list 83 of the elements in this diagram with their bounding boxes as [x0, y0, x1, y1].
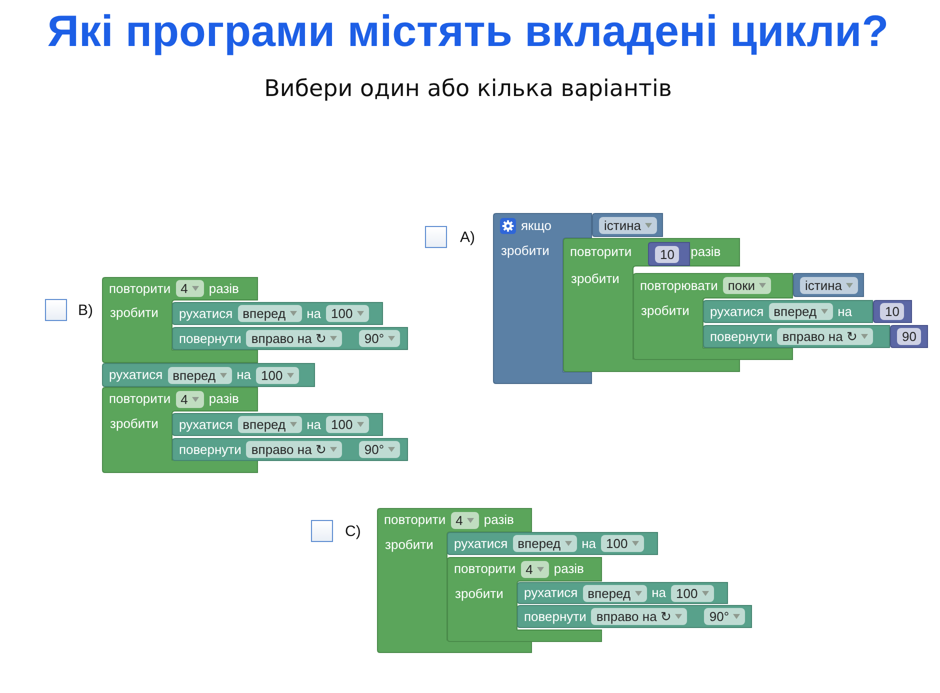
block-label: рухатися: [454, 536, 508, 552]
dropdown: 100: [601, 535, 644, 552]
dropdown: 90°: [359, 330, 400, 347]
number-field: 10: [880, 303, 904, 320]
command-block: [517, 605, 752, 628]
command-block: [703, 300, 873, 323]
block-label: повернути: [179, 330, 242, 346]
block-label: на: [652, 585, 666, 601]
block-label: разів: [484, 512, 514, 528]
block-label: зробити: [110, 305, 158, 321]
dropdown: вперед: [582, 584, 647, 602]
dropdown: істина: [599, 216, 658, 234]
dropdown: 4: [176, 280, 204, 297]
block-label: разів: [554, 561, 584, 577]
dropdown: поки: [722, 277, 772, 294]
dropdown: вперед: [768, 303, 833, 320]
block-label: повторити: [454, 561, 516, 577]
block-label: зробити: [641, 303, 690, 319]
dropdown: 4: [450, 512, 479, 528]
dropdown: вперед: [238, 416, 302, 433]
value-block: [592, 213, 663, 237]
dropdown: вправо на ↻: [777, 328, 874, 345]
value-block: [648, 242, 690, 266]
command-block: [172, 438, 408, 461]
dropdown: 100: [671, 584, 714, 602]
instruction-text: Вибери один або кілька варіантів: [264, 75, 672, 103]
command-block: [517, 582, 728, 604]
block-label: зробити: [501, 243, 550, 259]
block-label: повернути: [710, 328, 772, 344]
block-label: на: [306, 416, 321, 432]
dropdown: 4: [520, 560, 549, 578]
dropdown: 90°: [704, 608, 746, 625]
dropdown: вперед: [512, 535, 577, 552]
option-label: B): [78, 302, 93, 320]
block-label: повторити: [109, 391, 171, 407]
number-field: 10: [655, 246, 680, 262]
block-label: повторювати: [640, 278, 718, 294]
block-label: на: [582, 536, 596, 552]
block-label: рухатися: [524, 585, 578, 601]
dropdown: вправо на ↻: [246, 330, 342, 347]
dropdown: вперед: [238, 305, 302, 322]
command-block: [703, 325, 890, 348]
block-label: разів: [208, 280, 239, 296]
number-field: 90: [897, 328, 922, 345]
dropdown: вправо на ↻: [246, 441, 342, 458]
block-label: зробити: [110, 416, 158, 432]
block-label: на: [306, 306, 321, 322]
value-block: [890, 325, 928, 348]
dropdown: 90°: [359, 441, 400, 458]
dropdown: вперед: [168, 366, 232, 384]
dropdown: істина: [800, 276, 858, 294]
value-block: [873, 300, 912, 323]
block-label: зробити: [385, 537, 434, 553]
dropdown: вправо на ↻: [591, 608, 688, 625]
command-block: [172, 302, 383, 325]
value-block: [793, 273, 864, 297]
title: Які програми містять вкладені цикли?: [47, 7, 889, 57]
block-label: рухатися: [109, 367, 163, 383]
block-label: повернути: [524, 608, 586, 624]
block-label: повторити: [384, 512, 446, 528]
block-label: повторити: [570, 244, 632, 260]
block-label: разів: [208, 391, 239, 407]
dropdown: 100: [326, 305, 369, 322]
block-label: зробити: [455, 586, 504, 602]
command-block: [102, 363, 315, 387]
command-block: [447, 532, 658, 555]
command-block: [172, 413, 383, 436]
block-label: рухатися: [179, 416, 233, 432]
command-block: [172, 327, 408, 350]
block-label: рухатися: [179, 306, 233, 322]
block-label: повернути: [179, 442, 242, 458]
block-label: якщо: [521, 218, 552, 234]
dropdown: 4: [176, 390, 204, 408]
block-label: зробити: [571, 271, 620, 287]
block-label: на: [236, 367, 251, 383]
block-label: на: [838, 304, 852, 320]
option-label: A): [460, 229, 475, 247]
dropdown: 100: [326, 416, 369, 433]
dropdown: 100: [256, 366, 299, 384]
block-label: повторити: [109, 280, 171, 296]
block-label: рухатися: [710, 304, 764, 320]
block-label: разів: [690, 244, 721, 260]
option-label: C): [345, 523, 361, 541]
